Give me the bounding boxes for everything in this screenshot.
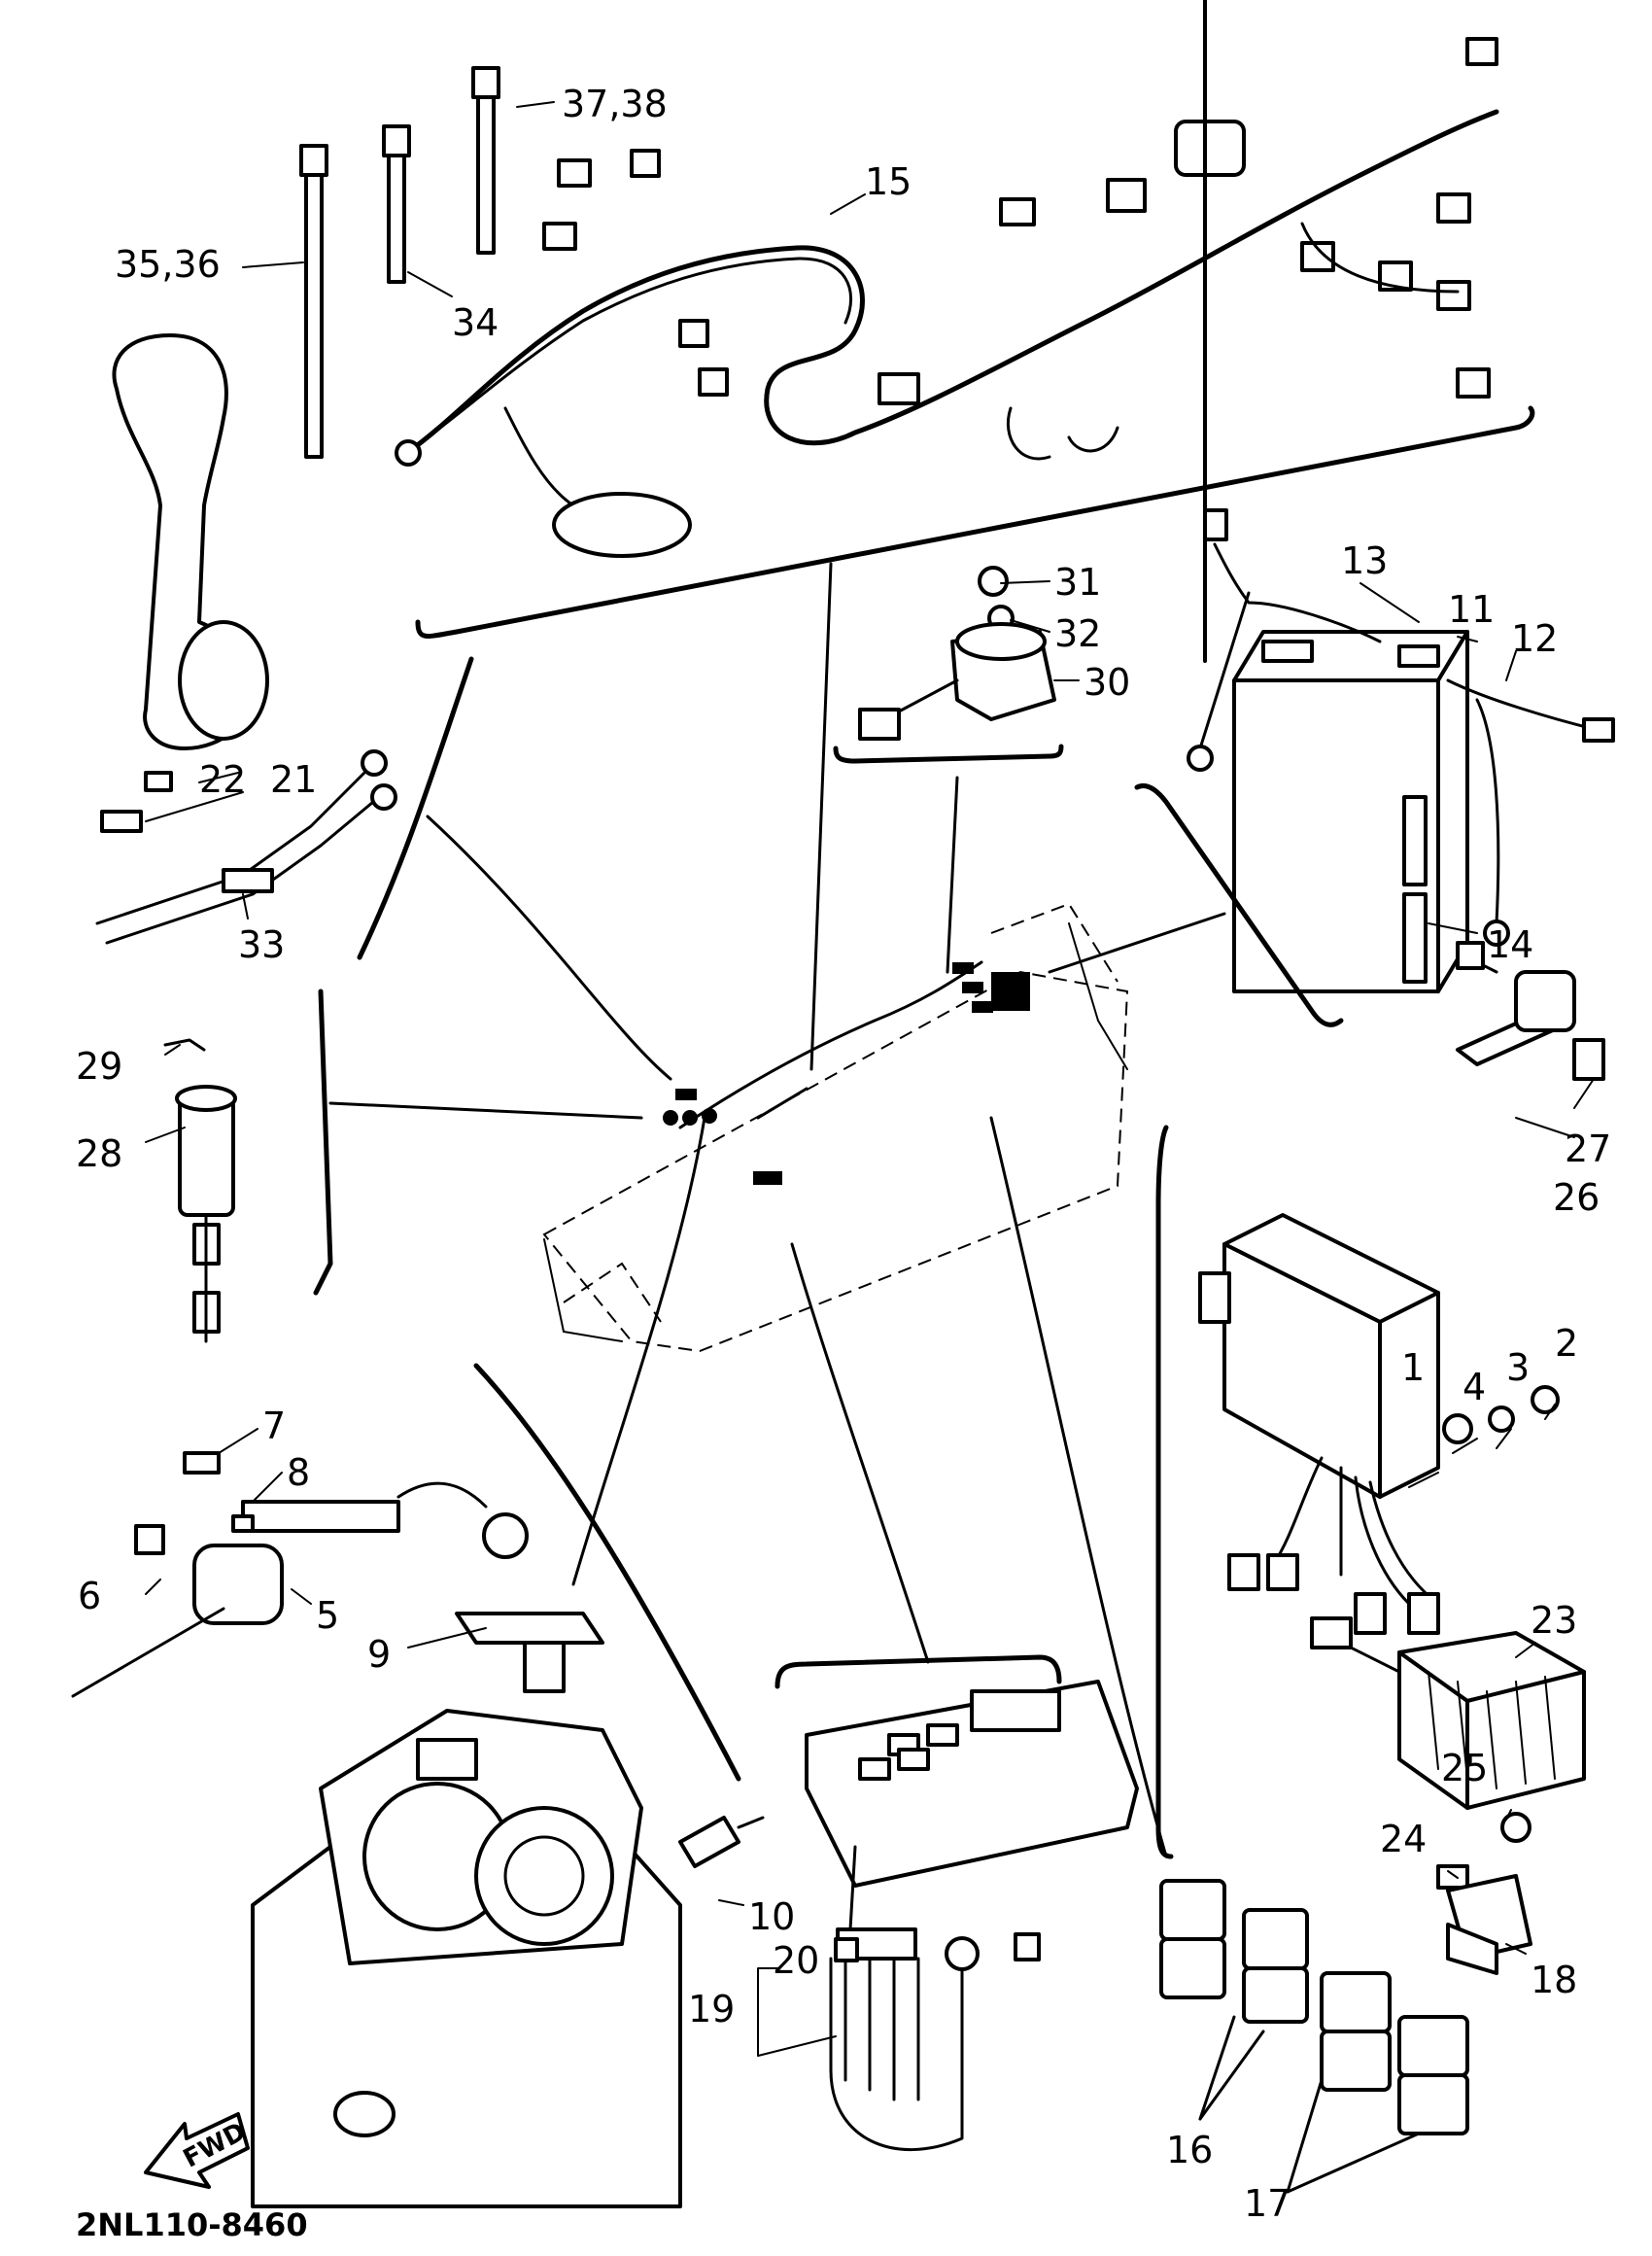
lead-wire-drawing (95, 749, 397, 945)
leader-lines (313, 562, 1226, 1931)
callout-27: 27 (1565, 1128, 1611, 1170)
callout-30: 30 (1084, 661, 1130, 704)
callout-1: 1 (1401, 1346, 1425, 1389)
callout-8: 8 (287, 1451, 310, 1494)
callout-16: 16 (1166, 2129, 1213, 2171)
frame-outline (542, 902, 1129, 1353)
cable-ties-drawing (299, 66, 500, 459)
starter-relay-drawing (833, 566, 1064, 764)
callout-15: 15 (865, 160, 912, 203)
callout-19: 19 (688, 1988, 735, 2030)
indicator-drawing (774, 1654, 1139, 2152)
fwd-arrow: FWD (144, 2112, 251, 2189)
callout-3: 3 (1506, 1346, 1530, 1389)
callout-17: 17 (1244, 2182, 1291, 2225)
callout-18: 18 (1531, 1959, 1577, 2001)
callout-14: 14 (1487, 923, 1533, 966)
harness-group-bracket (415, 405, 1535, 639)
callout-13: 13 (1341, 539, 1388, 582)
callout-12: 12 (1511, 617, 1558, 660)
callout-2: 2 (1555, 1322, 1578, 1365)
callout-37-38: 37,38 (562, 83, 668, 125)
callout-7: 7 (262, 1405, 286, 1447)
callout-23: 23 (1531, 1599, 1577, 1642)
battery-drawing (1134, 508, 1615, 1027)
callout-5: 5 (316, 1594, 339, 1637)
callout-9: 9 (367, 1633, 391, 1676)
callout-31: 31 (1054, 561, 1101, 604)
wire-harness-drawing (395, 37, 1499, 558)
drawing-code: 2NL110-8460 (76, 2206, 308, 2243)
igniter-drawing (1155, 0, 1560, 1859)
callout-35-36: 35,36 (115, 243, 221, 286)
callout-leaders (145, 101, 1595, 2057)
ignition-coil-drawing (1456, 941, 1605, 1081)
relays-drawing (1159, 1874, 1532, 2194)
callout-25: 25 (1441, 1747, 1488, 1789)
callout-28: 28 (76, 1132, 122, 1175)
main-switch-drawing (163, 1038, 237, 1343)
callout-10: 10 (748, 1895, 795, 1938)
thermo-switch-drawing (678, 1816, 765, 1868)
callout-20: 20 (773, 1939, 819, 1982)
callout-4: 4 (1463, 1366, 1486, 1408)
callout-32: 32 (1054, 612, 1101, 655)
callout-21: 21 (270, 758, 317, 801)
handlebar-switch-drawing (100, 333, 269, 833)
callout-22: 22 (199, 758, 246, 801)
rectifier-regulator-drawing (1310, 1616, 1586, 1890)
callout-26: 26 (1553, 1176, 1600, 1219)
callout-11: 11 (1448, 588, 1495, 631)
callout-labels: 37,38 35,36 34 15 31 32 30 13 11 12 14 2… (76, 83, 1611, 2225)
sender-unit-drawing (71, 1451, 604, 1698)
callout-29: 29 (76, 1045, 122, 1088)
callout-33: 33 (238, 923, 285, 966)
callout-6: 6 (78, 1575, 101, 1617)
throttle-body-drawing (251, 1709, 682, 2208)
callout-34: 34 (452, 301, 499, 344)
callout-24: 24 (1380, 1818, 1427, 1860)
